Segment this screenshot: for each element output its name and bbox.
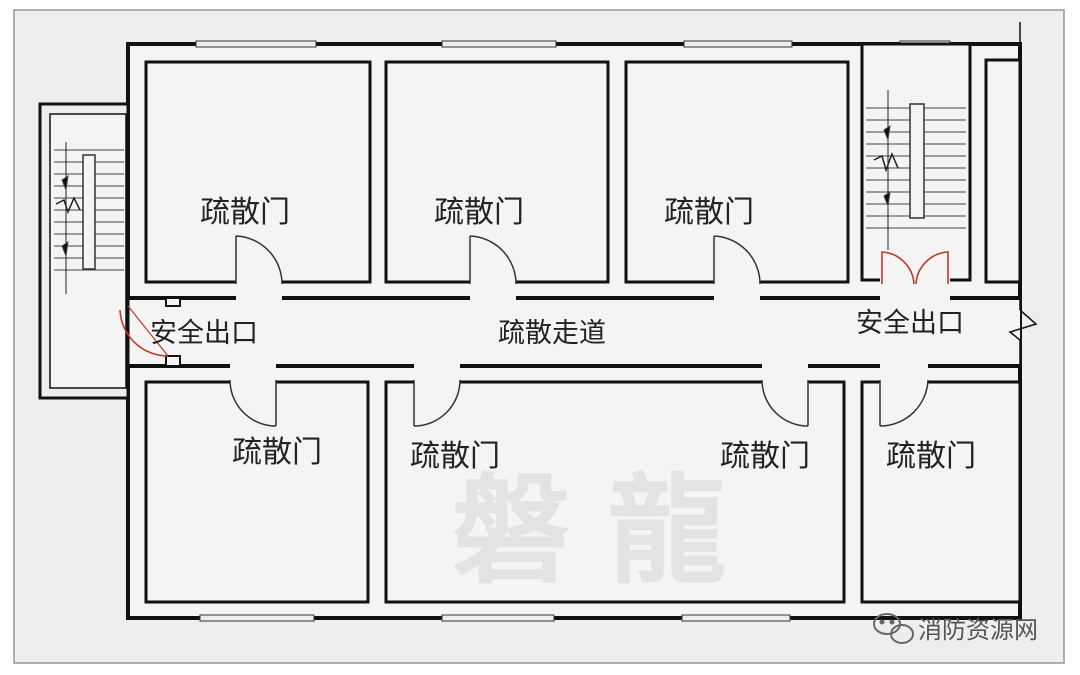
- exit-door-right: [881, 251, 949, 285]
- break-line-icon: [1008, 22, 1038, 620]
- label-door-bottom-4: 疏散门: [886, 439, 976, 474]
- door-swing-arc: [229, 235, 929, 427]
- right-stairwell: [860, 42, 972, 282]
- label-door-bottom-2: 疏散门: [410, 439, 500, 474]
- label-door-top-2: 疏散门: [434, 195, 524, 230]
- room-top-3: [624, 60, 850, 284]
- stairs-icon: [866, 90, 966, 250]
- label-corridor: 疏散走道: [498, 318, 606, 349]
- brand-text: 消防资源网: [918, 616, 1038, 644]
- room-bottom-3: [860, 380, 1022, 604]
- room-bottom-1: [144, 380, 370, 604]
- stairs-icon: [54, 142, 124, 294]
- room-bottom-2: [384, 380, 846, 604]
- watermark-text: 磐龍: [452, 461, 764, 600]
- label-door-top-3: 疏散门: [664, 195, 754, 230]
- label-door-top-1: 疏散门: [200, 195, 290, 230]
- room-top-2: [384, 60, 610, 284]
- left-stairwell: [38, 102, 130, 400]
- label-safety-exit-right: 安全出口: [856, 308, 964, 339]
- label-safety-exit-left: 安全出口: [150, 318, 258, 349]
- exit-door-left: [119, 297, 181, 367]
- wechat-icon: [873, 613, 914, 644]
- room-top-1: [144, 60, 372, 284]
- room-top-5: [984, 58, 1022, 284]
- brand-badge: 消防资源网: [873, 613, 1038, 644]
- label-door-bottom-1: 疏散门: [232, 435, 322, 470]
- label-door-bottom-3: 疏散门: [720, 439, 810, 474]
- door-gaps: [230, 278, 950, 386]
- corridor-floor: [130, 300, 1018, 364]
